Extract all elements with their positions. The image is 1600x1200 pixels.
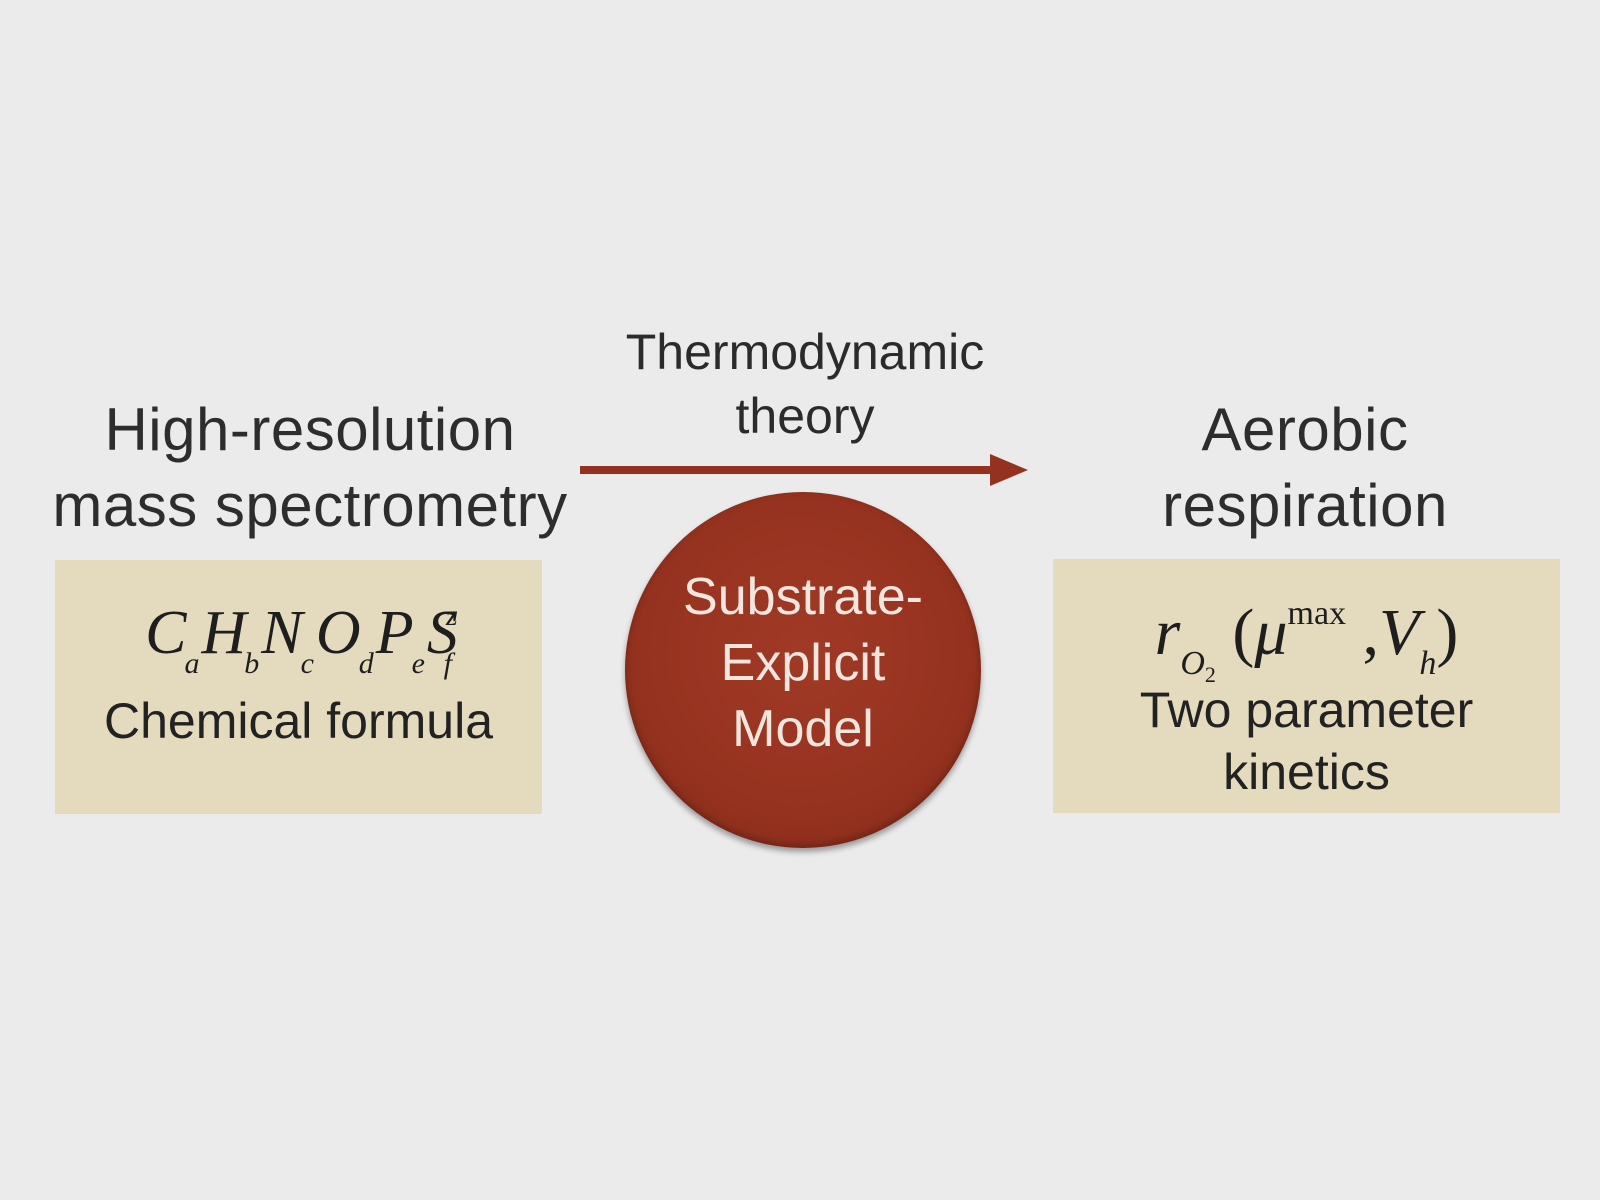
arrow-label: Thermodynamic theory [595,320,1015,448]
input-heading: High-resolution mass spectrometry [10,392,610,544]
chemical-formula-box: CaHbNcOdPeSzf Chemical formula [55,560,542,814]
rate-formula: rO2 (μmax ,Vh) [1053,595,1560,687]
rate-subscript-index: 2 [1204,662,1216,687]
arrow-head [990,454,1028,486]
rate-subscript: O [1180,645,1205,682]
chemical-formula-caption-line: Chemical formula [103,693,493,749]
chemical-formula-caption: Chemical formula [55,690,542,752]
rate-symbol: r [1154,596,1181,669]
open-paren: ( [1215,596,1255,669]
model-label-line-1: Substrate- [683,568,923,626]
formula-element-p: P [375,599,414,667]
formula-subscript-c: c [300,647,314,680]
close-paren: ) [1436,596,1459,669]
formula-subscript-d: d [358,647,374,680]
mu-superscript: max [1287,595,1347,632]
v-symbol: V [1379,596,1420,669]
formula-subscript-b: b [244,647,260,680]
kinetics-caption-line-2: kinetics [1223,744,1390,800]
formula-subscript-e: e [411,647,425,680]
input-heading-line-2: mass spectrometry [52,472,568,539]
chemical-formula: CaHbNcOdPeSzf [55,598,542,680]
formula-superscript-z: z [445,599,458,632]
mu-symbol: μ [1254,596,1288,669]
input-heading-line-1: High-resolution [104,396,516,463]
comma: , [1346,596,1380,669]
formula-element-h: H [201,599,247,667]
arrow-label-line-1: Thermodynamic [625,324,985,380]
kinetics-caption: Two parameter kinetics [1053,679,1560,803]
output-heading: Aerobic respiration [1000,392,1600,544]
model-circle-label: Substrate- Explicit Model [625,564,981,762]
v-subscript: h [1419,645,1437,682]
formula-subscript-a: a [184,647,200,680]
model-circle: Substrate- Explicit Model [625,492,981,848]
formula-element-s: S [426,599,458,667]
output-heading-line-2: respiration [1162,472,1448,539]
formula-element-c: C [145,599,187,667]
formula-subscript-f: f [443,647,452,680]
output-heading-line-1: Aerobic [1201,396,1409,463]
kinetics-box: rO2 (μmax ,Vh) Two parameter kinetics [1053,559,1560,813]
model-label-line-3: Model [732,700,874,758]
kinetics-caption-line-1: Two parameter [1139,682,1474,738]
formula-element-n: N [261,599,303,667]
formula-element-o: O [315,599,361,667]
arrow-label-line-2: theory [735,388,875,444]
arrow-shaft [580,466,990,474]
right-arrow [580,454,1028,486]
model-label-line-2: Explicit [720,634,886,692]
